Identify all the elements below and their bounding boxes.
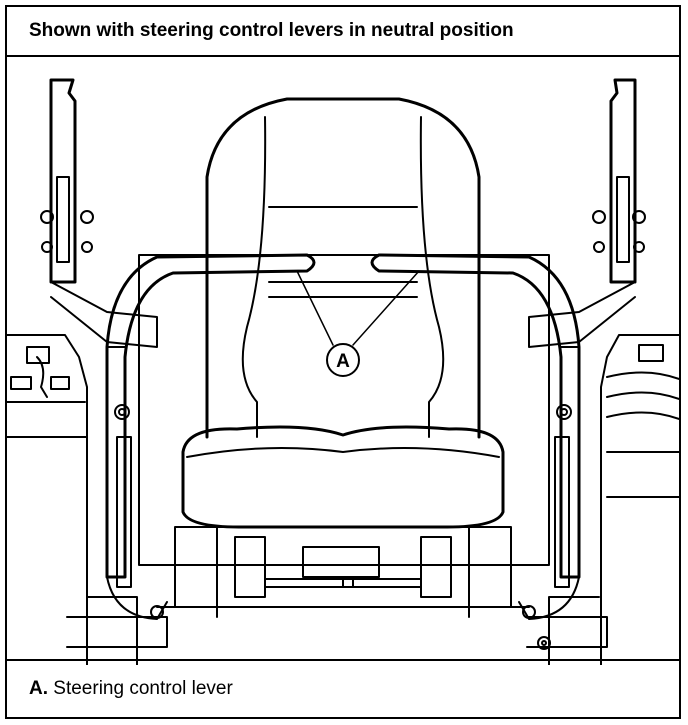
seat-back <box>205 97 481 439</box>
callout-circle <box>326 343 360 377</box>
callout-leader-lines <box>296 270 420 346</box>
seat-base <box>156 526 530 618</box>
figure-title: Shown with steering control levers in ne… <box>7 7 679 57</box>
legend: A. Steering control lever <box>7 659 679 717</box>
right-bracket <box>528 78 646 348</box>
seat-diagram: A <box>7 57 679 665</box>
legend-item-letter: A. <box>29 678 48 699</box>
right-steering-lever <box>370 253 581 620</box>
seat-cushion <box>181 425 505 529</box>
figure-frame: Shown with steering control levers in ne… <box>5 5 681 719</box>
right-tank <box>600 334 679 665</box>
left-tank <box>7 334 88 665</box>
left-bracket <box>40 78 158 348</box>
lower-hardware <box>66 576 608 665</box>
seat-frame <box>138 254 550 566</box>
legend-item-text: Steering control lever <box>53 678 233 699</box>
callout-label: A <box>336 351 350 372</box>
